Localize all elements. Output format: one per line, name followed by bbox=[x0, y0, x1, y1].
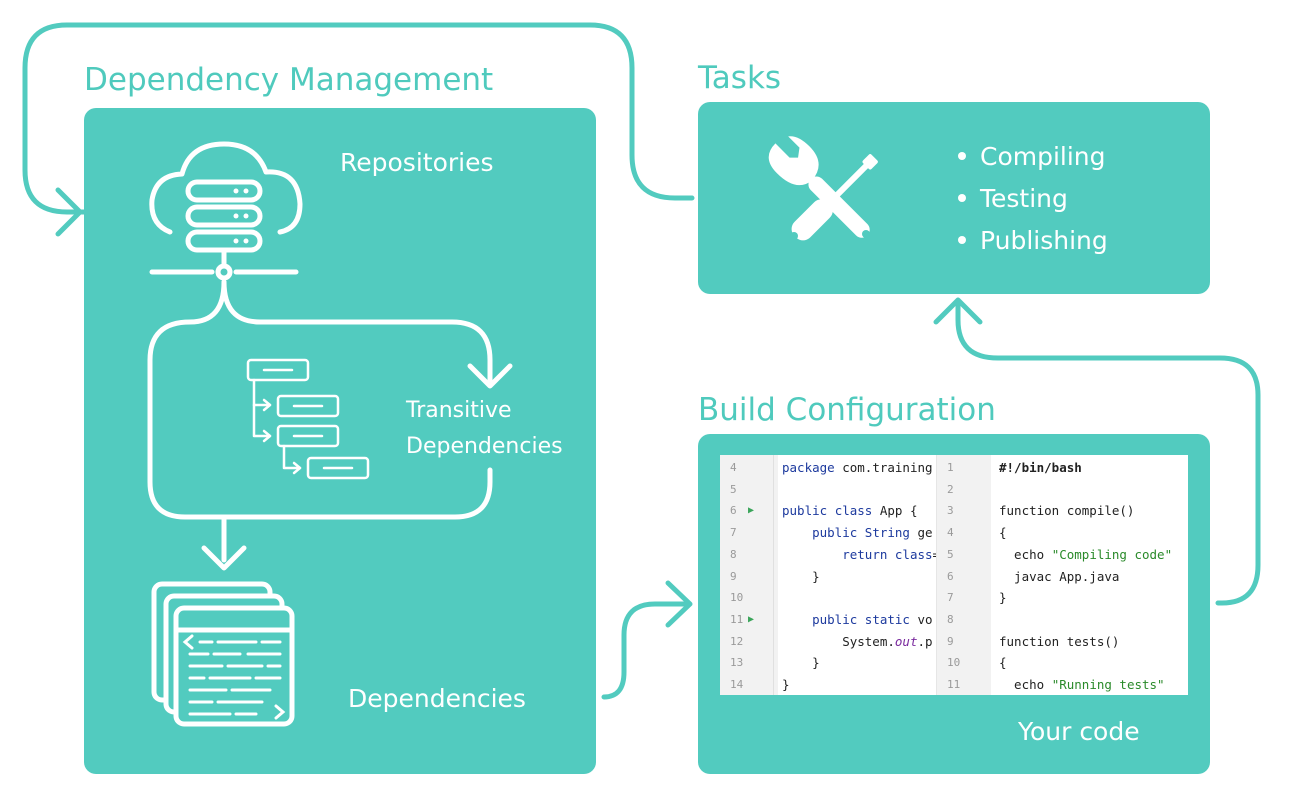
bash-code-line: function compile() bbox=[999, 503, 1135, 519]
your-code-label: Your code bbox=[1018, 717, 1140, 746]
dependencies-label: Dependencies bbox=[348, 684, 526, 713]
java-code-line: } bbox=[782, 655, 820, 671]
transitive-dependencies-label-line1: Transitive bbox=[406, 398, 512, 423]
java-code-line: System.out.p bbox=[782, 633, 933, 649]
task-item-compiling: Compiling bbox=[958, 140, 1108, 182]
bash-code-line: javac App.java bbox=[999, 568, 1120, 584]
bash-line-number: 10 bbox=[947, 656, 961, 670]
java-line-number: 14 bbox=[730, 678, 744, 691]
cloud-server-icon bbox=[149, 141, 303, 281]
bash-line-number: 11 bbox=[947, 678, 961, 691]
bullet-icon bbox=[958, 152, 966, 160]
bash-line-number: 2 bbox=[947, 482, 954, 496]
java-line-number: 11 bbox=[730, 612, 744, 626]
java-code-line: public static vo bbox=[812, 611, 933, 627]
transitive-dependencies-label-line2: Dependencies bbox=[406, 434, 563, 459]
tools-icon bbox=[768, 136, 878, 241]
java-code-line: public String ge bbox=[812, 525, 933, 541]
java-line-number: 6 bbox=[730, 504, 737, 518]
arrowhead-icon bbox=[467, 363, 513, 389]
arrowhead-icon bbox=[933, 297, 983, 325]
java-line-number: 8 bbox=[730, 547, 737, 561]
bash-code-pane: 1 #!/bin/bash 2 3 function compile() 4 {5 echo… bbox=[936, 455, 1188, 695]
bash-line-number: 6 bbox=[947, 569, 954, 583]
bash-code-line: #!/bin/bash bbox=[999, 460, 1082, 475]
bash-line-number: 7 bbox=[947, 591, 954, 605]
arrow-tasks-to-dependencies bbox=[22, 22, 695, 215]
task-item-publishing: Publishing bbox=[958, 224, 1108, 266]
bash-code-line: echo "Compiling code" bbox=[999, 546, 1173, 562]
bash-gutter bbox=[937, 455, 991, 695]
run-icon: ▶ bbox=[748, 614, 755, 625]
bash-code-line: } bbox=[999, 590, 1007, 606]
java-gutter bbox=[720, 455, 778, 695]
bash-line-number: 4 bbox=[947, 526, 954, 540]
task-item-testing: Testing bbox=[958, 182, 1108, 224]
bash-line-number: 1 bbox=[947, 461, 954, 474]
build-configuration-title: Build Configuration bbox=[698, 392, 996, 428]
bullet-icon bbox=[958, 194, 966, 202]
bash-code-line: function tests() bbox=[999, 633, 1120, 649]
repositories-label: Repositories bbox=[340, 148, 494, 177]
bash-line-number: 8 bbox=[947, 612, 954, 626]
arrowhead-icon bbox=[55, 187, 83, 237]
tasks-title: Tasks bbox=[698, 60, 782, 96]
java-code-line: public class App { bbox=[782, 503, 918, 519]
java-line-number: 7 bbox=[730, 526, 737, 540]
bash-line-number: 5 bbox=[947, 547, 954, 561]
java-line-number: 10 bbox=[730, 591, 744, 605]
java-line-number: 9 bbox=[730, 569, 737, 583]
dependency-management-title: Dependency Management bbox=[84, 62, 494, 98]
java-code-line: package com.training bbox=[782, 460, 933, 475]
arrowhead-icon bbox=[665, 580, 693, 628]
run-icon: ▶ bbox=[748, 505, 755, 516]
java-code-line: } bbox=[782, 568, 820, 584]
arrow-dependencies-to-build bbox=[601, 601, 691, 700]
tree-hierarchy-icon bbox=[246, 358, 370, 480]
bash-line-number: 3 bbox=[947, 504, 954, 518]
flow-arrow-repos-to-dependencies bbox=[147, 279, 493, 520]
java-line-number: 12 bbox=[730, 634, 744, 648]
code-editor-screenshot: 4 package com.training 5 6 public class App … bbox=[720, 455, 1188, 695]
java-line-number: 13 bbox=[730, 656, 744, 670]
tasks-panel bbox=[698, 102, 1210, 294]
java-code-line: } bbox=[782, 677, 790, 692]
flow-arrow-repos-to-transitive bbox=[221, 279, 493, 383]
java-line-number: 4 bbox=[730, 461, 737, 474]
bash-line-number: 9 bbox=[947, 634, 954, 648]
java-code-pane: 4 package com.training 5 6 public class App … bbox=[720, 455, 936, 695]
java-line-number: 5 bbox=[730, 482, 737, 496]
bash-code-line: echo "Running tests" bbox=[999, 677, 1165, 692]
java-code-line: return class="str">"Hell bbox=[842, 546, 936, 562]
bash-code-line: { bbox=[999, 655, 1007, 671]
arrow-build-to-tasks bbox=[955, 299, 1261, 606]
bullet-icon bbox=[958, 236, 966, 244]
arrowhead-icon bbox=[201, 545, 247, 571]
tasks-list: Compiling Testing Publishing bbox=[958, 140, 1108, 266]
bash-code-line: { bbox=[999, 525, 1007, 541]
